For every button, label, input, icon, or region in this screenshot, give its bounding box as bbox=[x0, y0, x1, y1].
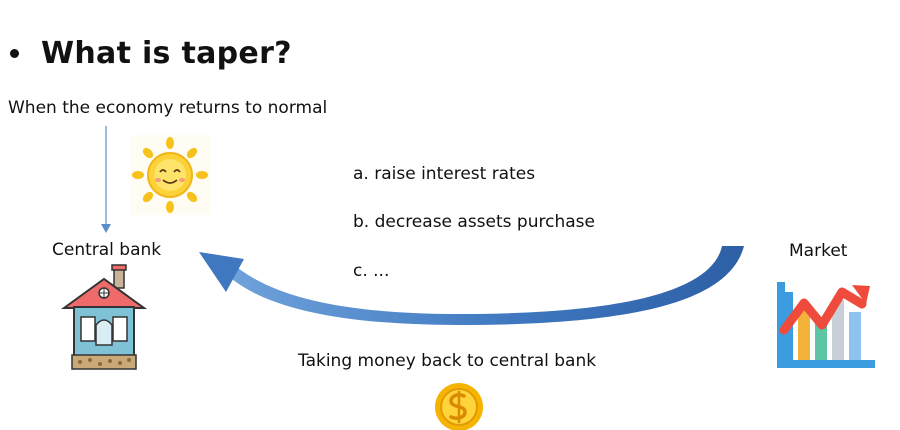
central-bank-label: Central bank bbox=[52, 240, 162, 260]
condition-text: When the economy returns to normal bbox=[8, 98, 328, 118]
action-item: c. ... bbox=[353, 261, 390, 281]
bar-chart-icon bbox=[777, 282, 875, 368]
bullet-dot bbox=[10, 48, 19, 58]
sun-icon bbox=[131, 135, 211, 215]
slide-title-row: What is taper? bbox=[10, 30, 292, 76]
flow-arrow bbox=[199, 246, 744, 325]
flow-label: Taking money back to central bank bbox=[298, 351, 597, 371]
action-item: b. decrease assets purchase bbox=[353, 212, 595, 232]
house-icon bbox=[60, 264, 148, 370]
down-arrow bbox=[101, 126, 111, 233]
coin-icon bbox=[435, 383, 483, 430]
action-item: a. raise interest rates bbox=[353, 164, 536, 184]
market-label: Market bbox=[789, 241, 848, 261]
slide-title: What is taper? bbox=[41, 35, 292, 71]
